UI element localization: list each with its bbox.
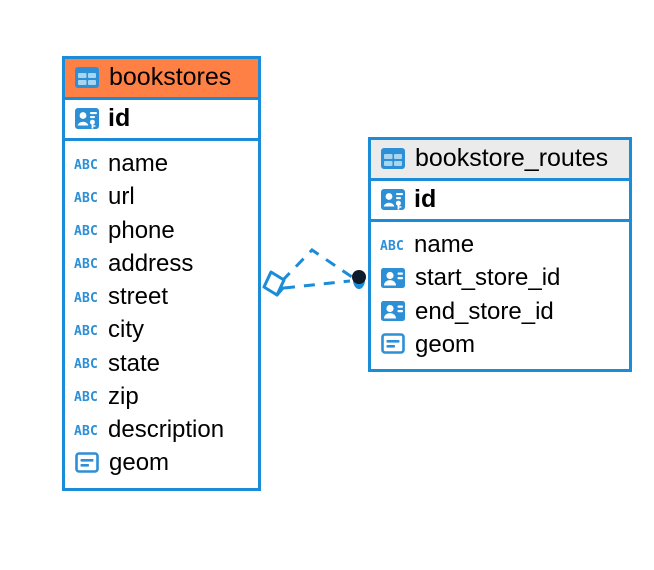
svg-text:ABC: ABC bbox=[74, 357, 98, 372]
abc-text-icon: ABC bbox=[74, 357, 98, 372]
primary-key-icon bbox=[381, 188, 405, 210]
entity-header-bookstore-routes[interactable]: bookstore_routes bbox=[371, 140, 629, 178]
abc-text-icon: ABC bbox=[74, 324, 98, 339]
abc-text-icon: ABC bbox=[74, 191, 98, 206]
field-row[interactable]: ABC address bbox=[65, 247, 258, 280]
field-row[interactable]: ABC name bbox=[371, 228, 629, 261]
svg-text:ABC: ABC bbox=[74, 390, 98, 405]
field-row[interactable]: ABC phone bbox=[65, 214, 258, 247]
foreign-key-icon bbox=[381, 267, 405, 288]
abc-text-icon: ABC bbox=[74, 224, 98, 239]
field-row[interactable]: ABC state bbox=[65, 347, 258, 380]
abc-text-icon: ABC bbox=[74, 424, 98, 439]
svg-text:ABC: ABC bbox=[74, 191, 98, 206]
field-row[interactable]: end_store_id bbox=[371, 295, 629, 328]
field-label: description bbox=[108, 416, 225, 444]
svg-text:ABC: ABC bbox=[74, 224, 98, 239]
field-label: id bbox=[108, 104, 131, 132]
field-label: id bbox=[414, 185, 437, 213]
field-row[interactable]: ABC city bbox=[65, 313, 258, 346]
field-row-id[interactable]: id bbox=[65, 97, 258, 141]
field-label: name bbox=[108, 150, 169, 177]
entity-title: bookstores bbox=[109, 63, 232, 91]
field-label: state bbox=[108, 349, 161, 377]
field-row[interactable]: ABC zip bbox=[65, 380, 258, 413]
svg-text:ABC: ABC bbox=[74, 324, 98, 339]
field-label: street bbox=[108, 283, 169, 311]
field-row[interactable]: ABC url bbox=[65, 180, 258, 213]
relationship-line-lower bbox=[283, 279, 351, 290]
svg-text:ABC: ABC bbox=[74, 158, 98, 173]
primary-key-icon bbox=[75, 107, 99, 129]
field-label: name bbox=[414, 231, 475, 258]
field-label: url bbox=[108, 183, 135, 211]
entity-header-bookstores[interactable]: bookstores bbox=[65, 59, 258, 97]
svg-text:ABC: ABC bbox=[74, 424, 98, 439]
abc-text-icon: ABC bbox=[74, 291, 98, 306]
field-row[interactable]: ABC street bbox=[65, 280, 258, 313]
field-label: geom bbox=[415, 330, 476, 358]
entity-bookstore-routes[interactable]: bookstore_routes id ABC name start_store_i… bbox=[368, 137, 632, 373]
field-row[interactable]: ABC name bbox=[65, 147, 258, 180]
table-icon bbox=[75, 66, 99, 88]
geometry-icon bbox=[381, 333, 405, 355]
field-label: start_store_id bbox=[415, 264, 561, 292]
field-label: end_store_id bbox=[415, 297, 554, 325]
field-row[interactable]: geom bbox=[65, 446, 258, 479]
field-row-id[interactable]: id bbox=[371, 178, 629, 222]
field-row[interactable]: ABC description bbox=[65, 413, 258, 446]
diamond-marker bbox=[262, 270, 286, 297]
abc-text-icon: ABC bbox=[74, 257, 98, 272]
abc-text-icon: ABC bbox=[380, 239, 404, 254]
foreign-key-icon bbox=[381, 301, 405, 322]
svg-text:ABC: ABC bbox=[74, 291, 98, 306]
abc-text-icon: ABC bbox=[74, 158, 98, 173]
entity-title: bookstore_routes bbox=[415, 144, 609, 172]
field-row[interactable]: start_store_id bbox=[371, 261, 629, 294]
field-row[interactable]: geom bbox=[371, 328, 629, 361]
relationship-line-upper bbox=[280, 248, 353, 283]
field-label: address bbox=[108, 249, 194, 277]
filled-dot-marker bbox=[352, 270, 366, 289]
field-label: geom bbox=[109, 449, 170, 477]
field-label: city bbox=[108, 316, 144, 344]
field-label: phone bbox=[108, 216, 175, 244]
abc-text-icon: ABC bbox=[74, 390, 98, 405]
field-label: zip bbox=[108, 382, 139, 410]
svg-text:ABC: ABC bbox=[380, 239, 404, 254]
svg-text:ABC: ABC bbox=[74, 257, 98, 272]
geometry-icon bbox=[75, 452, 99, 473]
table-icon bbox=[381, 147, 405, 169]
